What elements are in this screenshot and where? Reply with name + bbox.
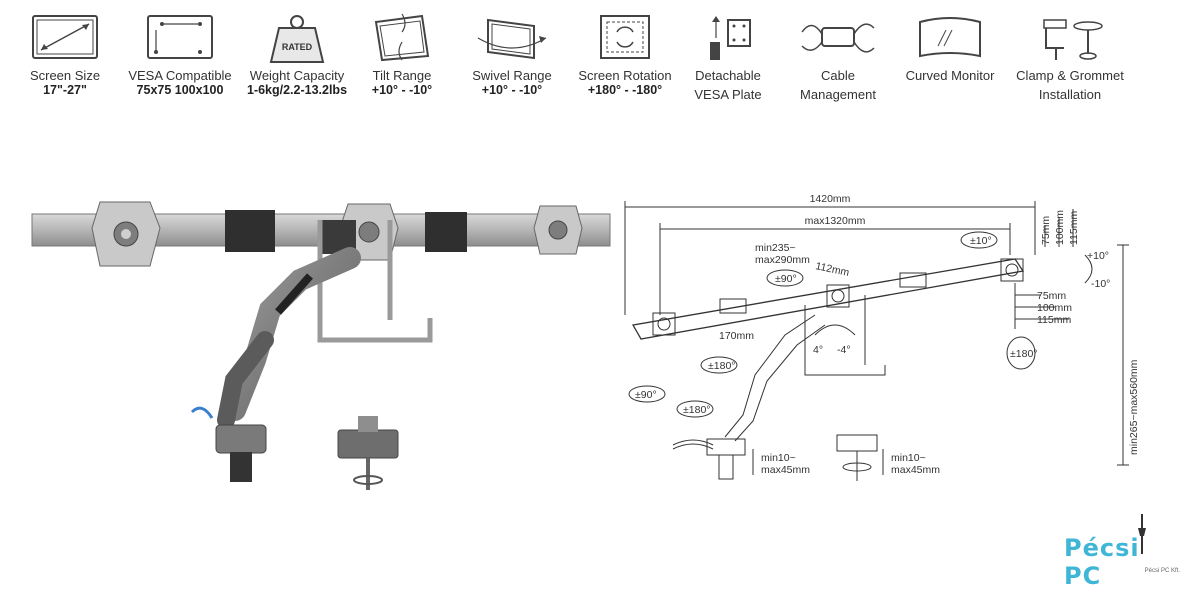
curved-monitor-icon <box>919 17 981 58</box>
grommet-post <box>358 416 378 432</box>
cable <box>190 406 214 419</box>
dim-tilt-minus: -10° <box>1091 278 1110 290</box>
dim-grommet-max: max45mm <box>891 464 940 476</box>
feature-label: Tilt Range <box>372 68 432 83</box>
feature-label-2: VESA Plate <box>694 87 762 102</box>
dim-clamp-min: min10~ <box>761 452 796 464</box>
feature-label: Screen Rotation <box>578 68 672 83</box>
screen-size-icon <box>32 15 98 59</box>
vesa-plate-icon <box>710 16 751 60</box>
dimension-diagram: 1420mm max1320mm min235~ max290mm 112mm … <box>624 193 1140 481</box>
dim-max-width: max1320mm <box>805 215 866 227</box>
feature-cable: Cable Management <box>778 12 898 102</box>
dim-vesa-v2: 100mm <box>1037 302 1072 314</box>
dim-vesa-v3: 115mm <box>1037 314 1071 326</box>
feature-screen-size: Screen Size 17"-27" <box>5 12 125 98</box>
dim-rot-base: ±90° <box>635 389 657 401</box>
clamp-grommet-icon <box>1043 19 1103 60</box>
tilt-icon <box>374 13 430 62</box>
rotation-icon <box>600 15 650 59</box>
grommet-mount <box>337 429 399 459</box>
feature-label: Cable <box>821 68 855 83</box>
dim-rot-right: ±180° <box>1010 348 1037 360</box>
dim-height: min265~max560mm <box>1128 359 1140 455</box>
brand-name: Pécsi PC <box>1064 534 1140 590</box>
brand-logo: Pécsi PC Pécsi PC Kft. <box>1062 514 1182 590</box>
tower-icon <box>1138 514 1146 554</box>
feature-value: 1-6kg/2.2-13.2lbs <box>246 83 348 97</box>
feature-value: +10° - -10° <box>481 83 543 97</box>
dim-total-width: 1420mm <box>810 193 851 205</box>
feature-label-2: Management <box>800 87 876 102</box>
feature-label: Detachable <box>695 68 761 83</box>
dim-rot-pole: ±180° <box>708 360 735 372</box>
dim-tilt-up: 4° <box>813 344 823 356</box>
weight-icon-text: RATED <box>282 42 313 52</box>
feature-label: Curved Monitor <box>905 68 995 83</box>
vesa-plate-left <box>91 201 161 267</box>
grommet-washer <box>353 475 383 485</box>
feature-row: Screen Size 17"-27" VESA Compatible 75x7… <box>0 0 1200 130</box>
dim-clamp-max: max45mm <box>761 464 810 476</box>
feature-tilt: Tilt Range +10° - -10° <box>342 12 462 98</box>
dim-tilt-down: -4° <box>837 344 851 356</box>
feature-value: 17"-27" <box>43 83 87 97</box>
lower-arm <box>217 331 274 429</box>
dim-rot-arm: ±180° <box>683 404 710 416</box>
feature-label: Swivel Range <box>472 68 552 83</box>
feature-label: VESA Compatible <box>128 68 232 83</box>
dim-vesa-v1: 75mm <box>1037 290 1066 302</box>
feature-curved: Curved Monitor <box>890 12 1010 83</box>
dim-tilt-plus: +10° <box>1087 250 1109 262</box>
swivel-icon <box>477 18 547 60</box>
feature-clamp: Clamp & Grommet Installation <box>1010 12 1130 102</box>
base-clamp <box>215 424 267 454</box>
dim-pole: 170mm <box>719 330 754 342</box>
dim-arm-min: min235~ <box>755 242 796 254</box>
arm-cover <box>275 273 313 315</box>
feature-vesa: VESA Compatible 75x75 100x100 <box>120 12 240 98</box>
feature-value: 75x75 100x100 <box>136 83 224 97</box>
feature-rotation: Screen Rotation +180° - -180° <box>565 12 685 98</box>
feature-vesa-plate: Detachable VESA Plate <box>668 12 788 102</box>
brand-subtitle: Pécsi PC Kft. <box>1144 568 1180 574</box>
weight-icon: RATED <box>269 15 325 63</box>
upper-arm <box>224 247 361 421</box>
feature-swivel: Swivel Range +10° - -10° <box>452 12 572 98</box>
clamp-screw <box>230 452 252 482</box>
feature-label-2: Installation <box>1038 87 1102 102</box>
dim-arm-max: max290mm <box>755 254 810 266</box>
vesa-icon <box>147 15 213 59</box>
feature-label: Weight Capacity <box>249 68 345 83</box>
feature-value: +10° - -10° <box>371 83 433 97</box>
feature-label: Clamp & Grommet <box>1016 68 1124 83</box>
dim-swivel-center: ±90° <box>775 273 797 285</box>
bar-clip <box>425 212 467 252</box>
bar-clip <box>225 210 275 252</box>
cable-icon <box>801 23 875 53</box>
vesa-plate-right <box>533 205 583 255</box>
dim-grommet-min: min10~ <box>891 452 926 464</box>
dim-vesa-h3: 115mm <box>1068 211 1080 245</box>
feature-weight: RATED Weight Capacity 1-6kg/2.2-13.2lbs <box>237 12 357 98</box>
dim-offset: 112mm <box>814 260 850 279</box>
product-photo <box>31 201 611 490</box>
dim-vesa-h2: 100mm <box>1054 210 1066 245</box>
feature-label: Screen Size <box>29 68 101 83</box>
feature-value: +180° - -180° <box>587 83 663 97</box>
dim-vesa-h1: 75mm <box>1040 216 1052 245</box>
dim-swivel-top: ±10° <box>970 235 992 247</box>
